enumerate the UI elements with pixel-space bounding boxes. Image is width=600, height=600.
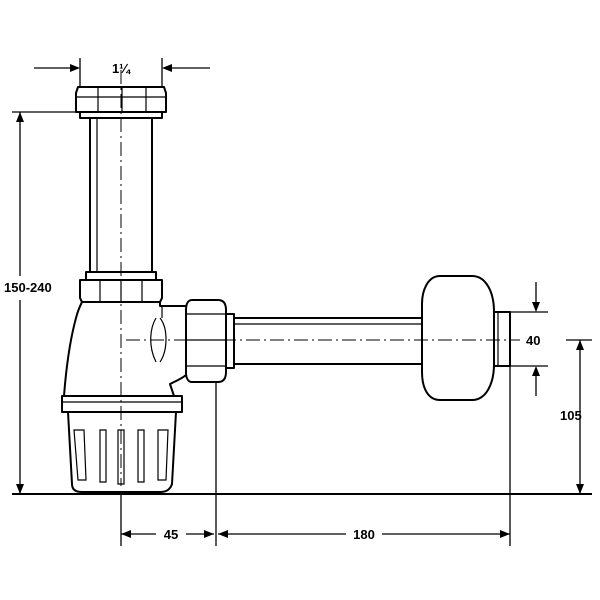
label-outlet-length: 180 (353, 527, 375, 542)
dimension-inlet-diameter: 1¼ (34, 58, 210, 88)
outlet-nut (185, 299, 235, 383)
trap-body (63, 301, 193, 397)
wall-rosette (421, 275, 495, 401)
label-height-range: 150-240 (4, 280, 52, 295)
label-outlet-height: 105 (560, 408, 582, 423)
bottom-cup (67, 411, 177, 493)
dimension-outlet-height: 105 (560, 339, 592, 494)
label-inlet-diameter: 1¼ (112, 61, 131, 76)
dimension-height-range: 150-240 (4, 111, 78, 494)
label-outlet-diameter: 40 (526, 333, 540, 348)
label-bg-center-offset (156, 524, 186, 542)
label-center-offset: 45 (164, 527, 178, 542)
dimension-outlet-diameter: 40 (510, 282, 548, 396)
bottom-cup-nut (61, 395, 183, 413)
outlet-stub (493, 311, 511, 367)
outlet-pipe (233, 317, 423, 365)
label-bg-outlet-length (346, 524, 382, 542)
